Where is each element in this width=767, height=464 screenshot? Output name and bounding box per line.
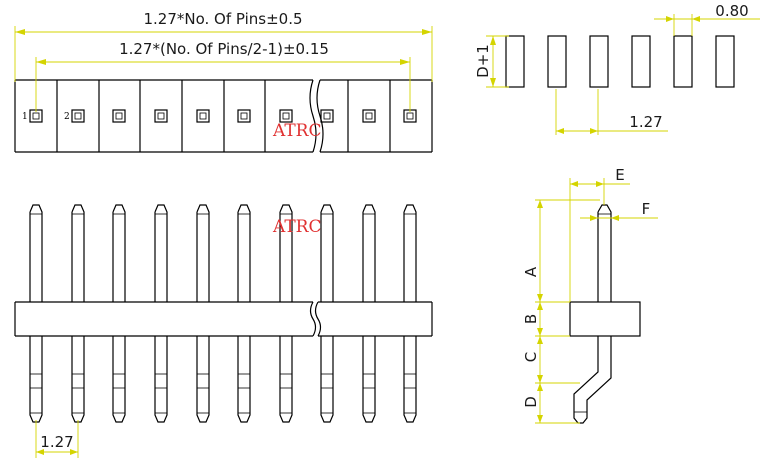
top-watermark: ATRC bbox=[272, 121, 322, 141]
pad-view: D+1 0.80 1.27 bbox=[474, 2, 760, 135]
square-pin-tip bbox=[282, 112, 290, 120]
front-pin bbox=[196, 204, 210, 423]
pin-lower bbox=[112, 336, 126, 423]
pad-width-dimension: 0.80 bbox=[654, 2, 760, 36]
pin-lower bbox=[320, 336, 334, 423]
pin-lower bbox=[403, 336, 417, 423]
pin-upper bbox=[403, 204, 417, 302]
pin-upper bbox=[71, 204, 85, 302]
square-pin-outline bbox=[362, 109, 376, 123]
square-pin-tip bbox=[199, 112, 207, 120]
front-watermark: ATRC bbox=[272, 217, 322, 237]
pin-lower bbox=[29, 336, 43, 423]
pin-upper bbox=[279, 204, 293, 302]
square-pin-tip bbox=[74, 112, 82, 120]
dimension-b-label: B bbox=[522, 314, 540, 324]
front-pin bbox=[237, 204, 251, 423]
square-pin-tip bbox=[323, 112, 331, 120]
pad-height-label: D+1 bbox=[474, 44, 492, 78]
square-pin-tip bbox=[240, 112, 248, 120]
pin-lower bbox=[196, 336, 210, 423]
pin-span-label: 1.27*(No. Of Pins/2-1)±0.15 bbox=[119, 40, 329, 58]
pin-lower bbox=[362, 336, 376, 423]
dimension-d-label: D bbox=[522, 396, 540, 408]
front-pin bbox=[71, 204, 85, 423]
top-view: 1 2 ATRC 1.27*No. Of Pins±0.5 1.27*(No. … bbox=[14, 10, 433, 153]
square-pin-outline bbox=[196, 109, 210, 123]
solder-pad bbox=[673, 35, 693, 88]
dimension-f-label: F bbox=[642, 200, 651, 218]
pin-lower bbox=[154, 336, 168, 423]
square-pin-outline bbox=[71, 109, 85, 123]
front-pitch-label: 1.27 bbox=[40, 433, 73, 451]
pad-width-label: 0.80 bbox=[715, 2, 748, 20]
front-pitch-dimension: 1.27 bbox=[35, 420, 79, 458]
solder-pad bbox=[547, 35, 567, 88]
solder-pad bbox=[715, 35, 735, 88]
pin-upper bbox=[362, 204, 376, 302]
pin-upper bbox=[237, 204, 251, 302]
dimension-c-label: C bbox=[522, 352, 540, 362]
pin-upper bbox=[154, 204, 168, 302]
front-pin bbox=[112, 204, 126, 423]
front-pin bbox=[29, 204, 43, 423]
pin-two-label: 2 bbox=[64, 112, 70, 122]
square-pin-tip bbox=[365, 112, 373, 120]
dimension-f: F bbox=[580, 200, 658, 221]
side-view: A B C D E F bbox=[522, 166, 658, 424]
square-pin-outline bbox=[112, 109, 126, 123]
front-pin bbox=[362, 204, 376, 423]
pin-upper bbox=[112, 204, 126, 302]
pin-lower bbox=[71, 336, 85, 423]
front-pin bbox=[403, 204, 417, 423]
square-pin-outline bbox=[279, 109, 293, 123]
dimension-e-label: E bbox=[615, 166, 624, 184]
pad-pitch-label: 1.27 bbox=[629, 113, 662, 131]
front-pin bbox=[320, 204, 334, 423]
solder-pad bbox=[505, 35, 525, 88]
front-pin bbox=[279, 204, 293, 423]
pin-span-dimension: 1.27*(No. Of Pins/2-1)±0.15 bbox=[35, 40, 411, 112]
dimension-e: E bbox=[569, 166, 630, 302]
square-pin-tip bbox=[115, 112, 123, 120]
pin-upper bbox=[29, 204, 43, 302]
pin-lower bbox=[279, 336, 293, 423]
square-pin-tip bbox=[406, 112, 414, 120]
solder-pad bbox=[589, 35, 609, 88]
pad-height-dimension: D+1 bbox=[474, 35, 509, 88]
square-pin-outline bbox=[154, 109, 168, 123]
square-pin-outline bbox=[237, 109, 251, 123]
side-height-dimensions: A B C D bbox=[522, 199, 600, 424]
dimension-a-label: A bbox=[522, 266, 540, 277]
pad-pitch-dimension: 1.27 bbox=[555, 89, 668, 135]
square-pin-tip bbox=[157, 112, 165, 120]
overall-length-label: 1.27*No. Of Pins±0.5 bbox=[143, 10, 302, 28]
solder-pad bbox=[631, 35, 651, 88]
square-pin-tip bbox=[32, 112, 40, 120]
square-pin-outline bbox=[320, 109, 334, 123]
pin-upper bbox=[196, 204, 210, 302]
front-view: ATRC 1.27 bbox=[14, 204, 433, 458]
pin-upper bbox=[320, 204, 334, 302]
front-pin bbox=[154, 204, 168, 423]
pin-one-label: 1 bbox=[22, 112, 28, 122]
pin-lower bbox=[237, 336, 251, 423]
overall-length-dimension: 1.27*No. Of Pins±0.5 bbox=[14, 10, 433, 82]
